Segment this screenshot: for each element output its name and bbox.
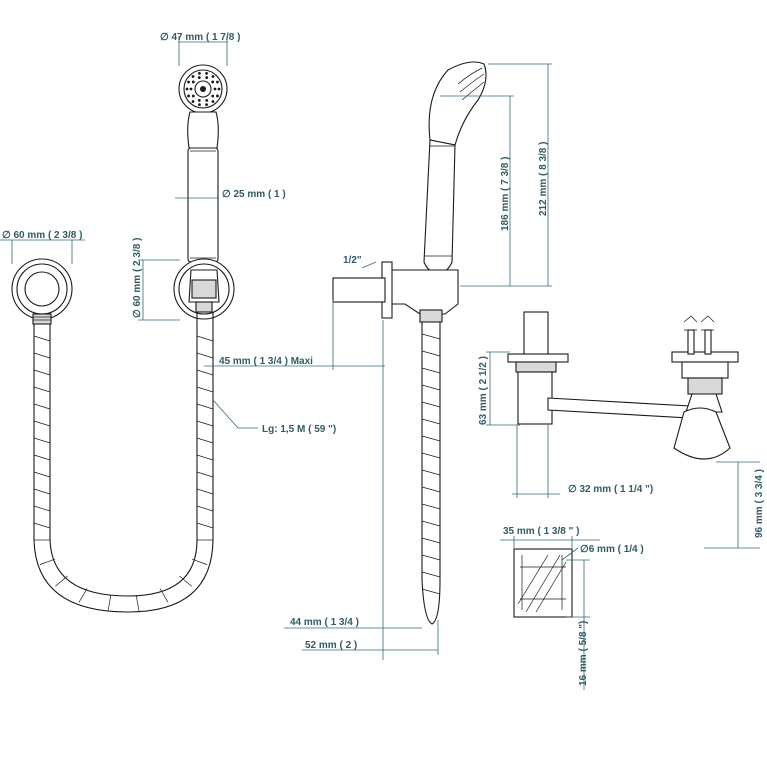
label-diameter-47: ∅ 47 mm ( 1 7/8 ) [160,32,240,43]
handshower-front [173,64,235,320]
label-width-44: 44 mm ( 1 3/4 ) [290,617,359,628]
wall-outlet-front [11,258,73,325]
label-thread: 1/2" [343,255,362,266]
dimension-lines [0,36,760,690]
label-width-52: 52 mm ( 2 ) [305,640,357,651]
label-width-35: 35 mm ( 1 3/8 " ) [503,526,579,537]
anchor-block [513,548,573,618]
label-height-212: 212 mm ( 8 3/8 ) [538,142,549,216]
label-projection-45: 45 mm ( 1 3/4 ) Maxi [219,356,313,367]
label-diameter-60-top: ∅ 60 mm ( 2 3/8 ) [2,230,82,241]
dimension-labels: ∅ 47 mm ( 1 7/8 ) ∅ 25 mm ( 1 ) ∅ 60 mm … [2,32,765,686]
label-height-63: 63 mm ( 2 1/2 ) [478,356,489,425]
label-diameter-32: ∅ 32 mm ( 1 1/4 ") [568,484,653,495]
hose-loop [33,312,214,613]
label-hose-length: Lg: 1,5 M ( 59 ") [262,424,336,435]
wall-bracket-assembly [507,311,739,460]
label-height-96: 96 mm ( 3 3/4 ) [754,469,765,538]
label-depth-16: 16 mm ( 5/8 ") [578,621,589,686]
label-diameter-60-side: ∅ 60 mm ( 2 3/8 ) [132,238,143,318]
label-diameter-6: ∅6 mm ( 1/4 ) [580,544,644,555]
label-height-186: 186 mm ( 7 3/8 ) [500,157,511,231]
handshower-side [332,61,487,625]
label-width-25: ∅ 25 mm ( 1 ) [222,189,286,200]
